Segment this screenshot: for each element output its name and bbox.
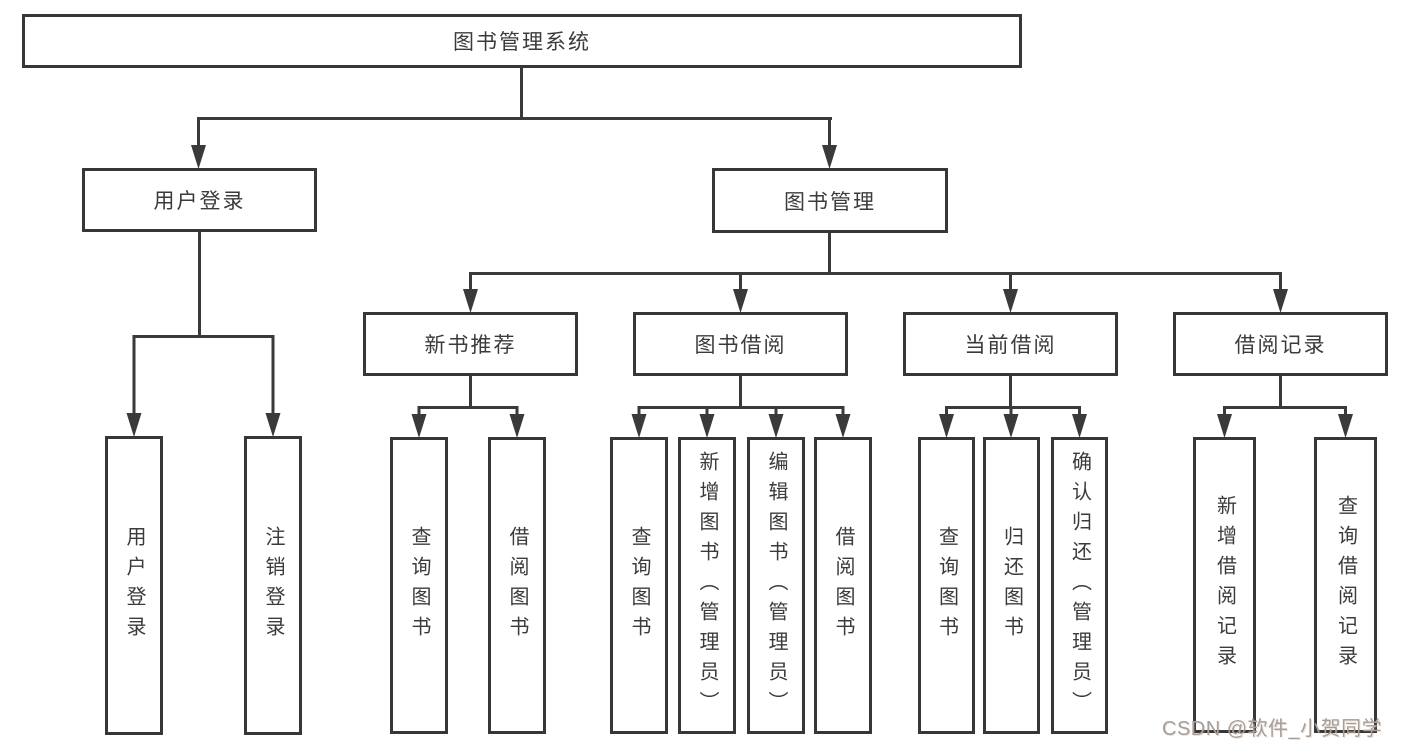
arrowhead (509, 414, 525, 438)
arrowhead (939, 414, 954, 438)
leaf-borrow-books-label: 借阅图书 (832, 525, 854, 646)
leaf-edit-book-admin: 编辑图书（管理员） (747, 437, 805, 734)
leaf-add-borrow-record-label: 新增借阅记录 (1213, 495, 1236, 675)
arrowhead (265, 413, 281, 437)
node-current-borrowing-label: 当前借阅 (964, 334, 1057, 357)
leaf-return-book-label: 归还图书 (1000, 525, 1023, 646)
leaf-add-borrow-record: 新增借阅记录 (1193, 437, 1256, 733)
leaf-add-book-admin-label: 新增图书（管理员） (696, 450, 718, 721)
node-book-borrowing-label: 图书借阅 (694, 334, 787, 357)
node-user-login-label: 用户登录 (153, 190, 246, 213)
node-current-borrowing: 当前借阅 (903, 312, 1118, 376)
node-book-management: 图书管理 (712, 168, 948, 233)
arrowhead (126, 413, 142, 437)
leaf-confirm-return-admin-label: 确认归还（管理员） (1068, 450, 1091, 721)
arrowhead (1273, 289, 1288, 313)
leaf-borrow-books-recommend: 借阅图书 (488, 437, 546, 734)
leaf-logout-label: 注销登录 (262, 525, 284, 646)
node-root-label: 图书管理系统 (453, 31, 591, 54)
leaf-borrow-books: 借阅图书 (814, 437, 872, 734)
arrowhead (1217, 414, 1232, 438)
arrowhead (411, 414, 427, 438)
arrowhead (1003, 414, 1019, 438)
node-root: 图书管理系统 (22, 14, 1022, 68)
arrowhead (699, 414, 715, 438)
leaf-logout: 注销登录 (244, 436, 302, 735)
arrowhead (463, 289, 478, 313)
leaf-query-books-recommend: 查询图书 (390, 437, 448, 734)
node-borrowing-records-label: 借阅记录 (1234, 334, 1327, 357)
node-new-book-recommend: 新书推荐 (363, 312, 578, 376)
node-new-book-recommend-label: 新书推荐 (424, 334, 517, 357)
leaf-add-book-admin: 新增图书（管理员） (678, 437, 736, 734)
arrowhead (733, 289, 748, 313)
leaf-user-login-label: 用户登录 (123, 525, 145, 646)
leaf-query-books-recommend-label: 查询图书 (408, 525, 430, 646)
arrowhead (768, 414, 784, 438)
arrowhead (1338, 414, 1353, 438)
leaf-edit-book-admin-label: 编辑图书（管理员） (765, 450, 787, 721)
arrowhead (1072, 414, 1087, 438)
leaf-query-borrow-record-label: 查询借阅记录 (1334, 495, 1357, 675)
leaf-confirm-return-admin: 确认归还（管理员） (1051, 437, 1108, 734)
leaf-query-books-current: 查询图书 (918, 437, 975, 734)
node-user-login: 用户登录 (82, 168, 317, 232)
node-book-management-label: 图书管理 (784, 190, 876, 214)
arrowhead (835, 414, 851, 438)
watermark-text: CSDN @软件_小贺同学 (1162, 718, 1383, 740)
node-book-borrowing: 图书借阅 (633, 312, 848, 376)
leaf-query-books-borrowing: 查询图书 (610, 437, 668, 734)
leaf-return-book: 归还图书 (983, 437, 1040, 734)
node-borrowing-records: 借阅记录 (1173, 312, 1388, 376)
leaf-query-books-borrowing-label: 查询图书 (628, 525, 650, 646)
arrowhead (1003, 289, 1018, 313)
leaf-borrow-books-recommend-label: 借阅图书 (506, 525, 528, 646)
arrowhead (631, 414, 647, 438)
leaf-user-login: 用户登录 (105, 436, 163, 735)
arrowhead (822, 145, 837, 169)
arrowhead (191, 145, 206, 169)
leaf-query-books-current-label: 查询图书 (935, 525, 958, 646)
leaf-query-borrow-record: 查询借阅记录 (1314, 437, 1377, 733)
